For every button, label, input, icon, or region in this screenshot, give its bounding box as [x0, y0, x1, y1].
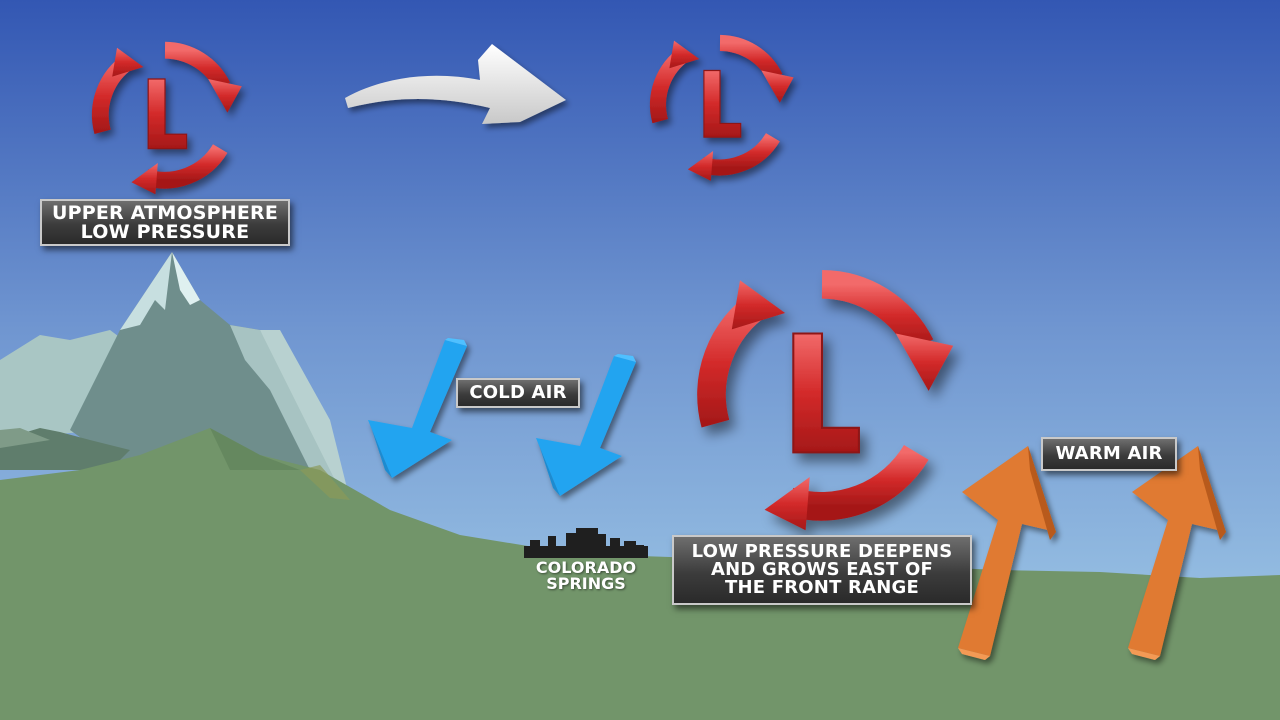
cold-air-label: COLD AIR [456, 378, 580, 408]
warm-air-text: WARM AIR [1055, 443, 1163, 464]
mountains [0, 252, 350, 500]
city-label: COLORADO SPRINGS [520, 560, 652, 592]
deepens-label-line2: AND GROWS EAST OF [711, 559, 933, 580]
upper-low-label: UPPER ATMOSPHERE LOW PRESSURE [40, 199, 290, 246]
city-label-line2: SPRINGS [546, 574, 626, 593]
deepens-label: LOW PRESSURE DEEPENS AND GROWS EAST OF T… [672, 535, 972, 605]
city-skyline-icon [524, 528, 648, 558]
deepens-label-line1: LOW PRESSURE DEEPENS [691, 541, 953, 562]
curved-arrow-icon [345, 44, 566, 124]
upper-low-label-line2: LOW PRESSURE [80, 220, 250, 243]
upper-low-label-line1: UPPER ATMOSPHERE [51, 201, 279, 224]
warm-air-arrow-left [958, 446, 1056, 660]
cold-air-text: COLD AIR [469, 382, 567, 403]
cold-air-arrow-left [368, 338, 467, 478]
cold-air-arrow-right [536, 354, 636, 496]
city-label-line1: COLORADO [535, 558, 637, 577]
warm-air-arrow-right [1128, 446, 1226, 660]
deepens-label-line3: THE FRONT RANGE [725, 577, 919, 598]
warm-air-label: WARM AIR [1041, 437, 1177, 471]
